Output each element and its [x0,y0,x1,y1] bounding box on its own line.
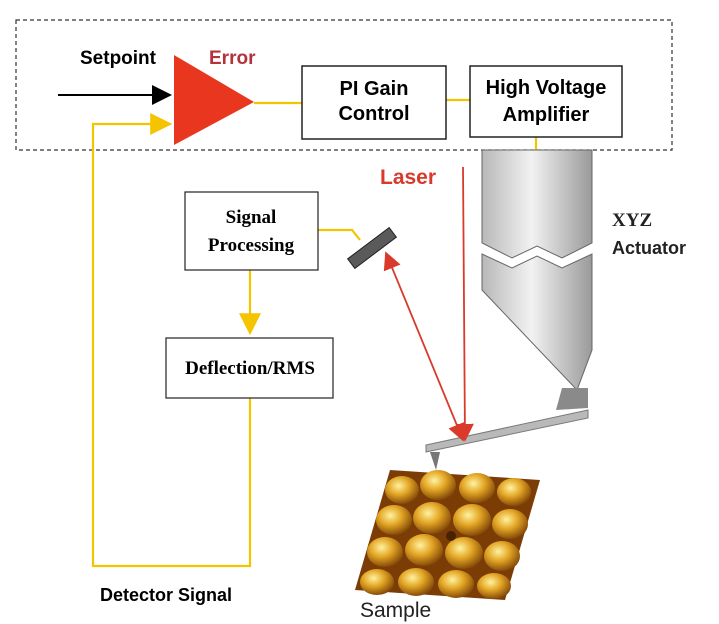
signal-label-line2: Processing [208,235,295,256]
photodetector-mirror [346,226,398,270]
pi-gain-label-line1: PI Gain [340,78,409,100]
laser-beam-down [455,166,474,442]
detector-signal-label: Detector Signal [100,585,232,605]
signal-label-line1: Signal [226,207,277,228]
sample-surface [355,470,540,600]
pi-gain-label-line2: Control [338,103,409,125]
controller-boundary [15,19,673,151]
deflection-label: Deflection/RMS [185,358,315,379]
laser-reflected-beam [383,251,466,442]
detector-feedback-line [91,113,252,568]
hv-amplifier-box [469,65,623,138]
deflection-rms-box [165,337,334,399]
pi-gain-box [301,65,447,140]
cantilever [425,409,589,470]
setpoint-label: Setpoint [80,48,157,69]
laser-label: Laser [380,166,436,189]
signal-processing-box [184,191,319,271]
signal-lines [91,98,538,568]
hv-label-line1: High Voltage [486,77,607,99]
error-label: Error [209,48,256,69]
xyz-label-line1: XYZ [612,210,652,231]
error-amplifier-triangle [174,55,254,145]
xyz-label-line2: Actuator [612,238,686,258]
xyz-actuator [481,149,593,410]
hv-label-line2: Amplifier [503,104,590,126]
sample-label: Sample [360,599,431,622]
mirror-to-signal-line [318,228,361,241]
